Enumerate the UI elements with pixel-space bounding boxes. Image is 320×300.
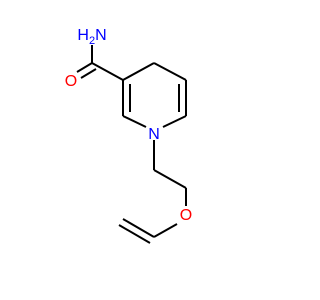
bond-c3-carbonyl	[91, 62, 124, 81]
amide-h-subscript: 2	[89, 35, 95, 47]
bond-c4-c5	[153, 62, 187, 81]
bond-vinyl-double	[118, 224, 151, 244]
molecule-canvas: H2N O N O	[64, 27, 193, 244]
ring-nitrogen-label: N	[148, 126, 160, 143]
bond-c3-c4	[122, 62, 155, 81]
bond-vinyl	[122, 218, 155, 238]
bond-carbonyl-o-double	[80, 68, 97, 79]
amide-h-text: H	[77, 27, 89, 44]
bond-o-vinyl	[153, 223, 178, 238]
bond-ch2-ch2	[153, 169, 187, 189]
molecule-structure: H2N O N O	[65, 27, 192, 244]
amide-n-text: N	[95, 27, 107, 44]
bond-c6-n1	[162, 115, 187, 128]
bond-carbonyl-o	[76, 62, 93, 73]
amide-nitrogen-label: H2N	[77, 27, 106, 47]
ether-oxygen-label: O	[180, 207, 192, 224]
carbonyl-oxygen-label: O	[65, 73, 77, 90]
bond-n1-c2	[122, 115, 147, 128]
